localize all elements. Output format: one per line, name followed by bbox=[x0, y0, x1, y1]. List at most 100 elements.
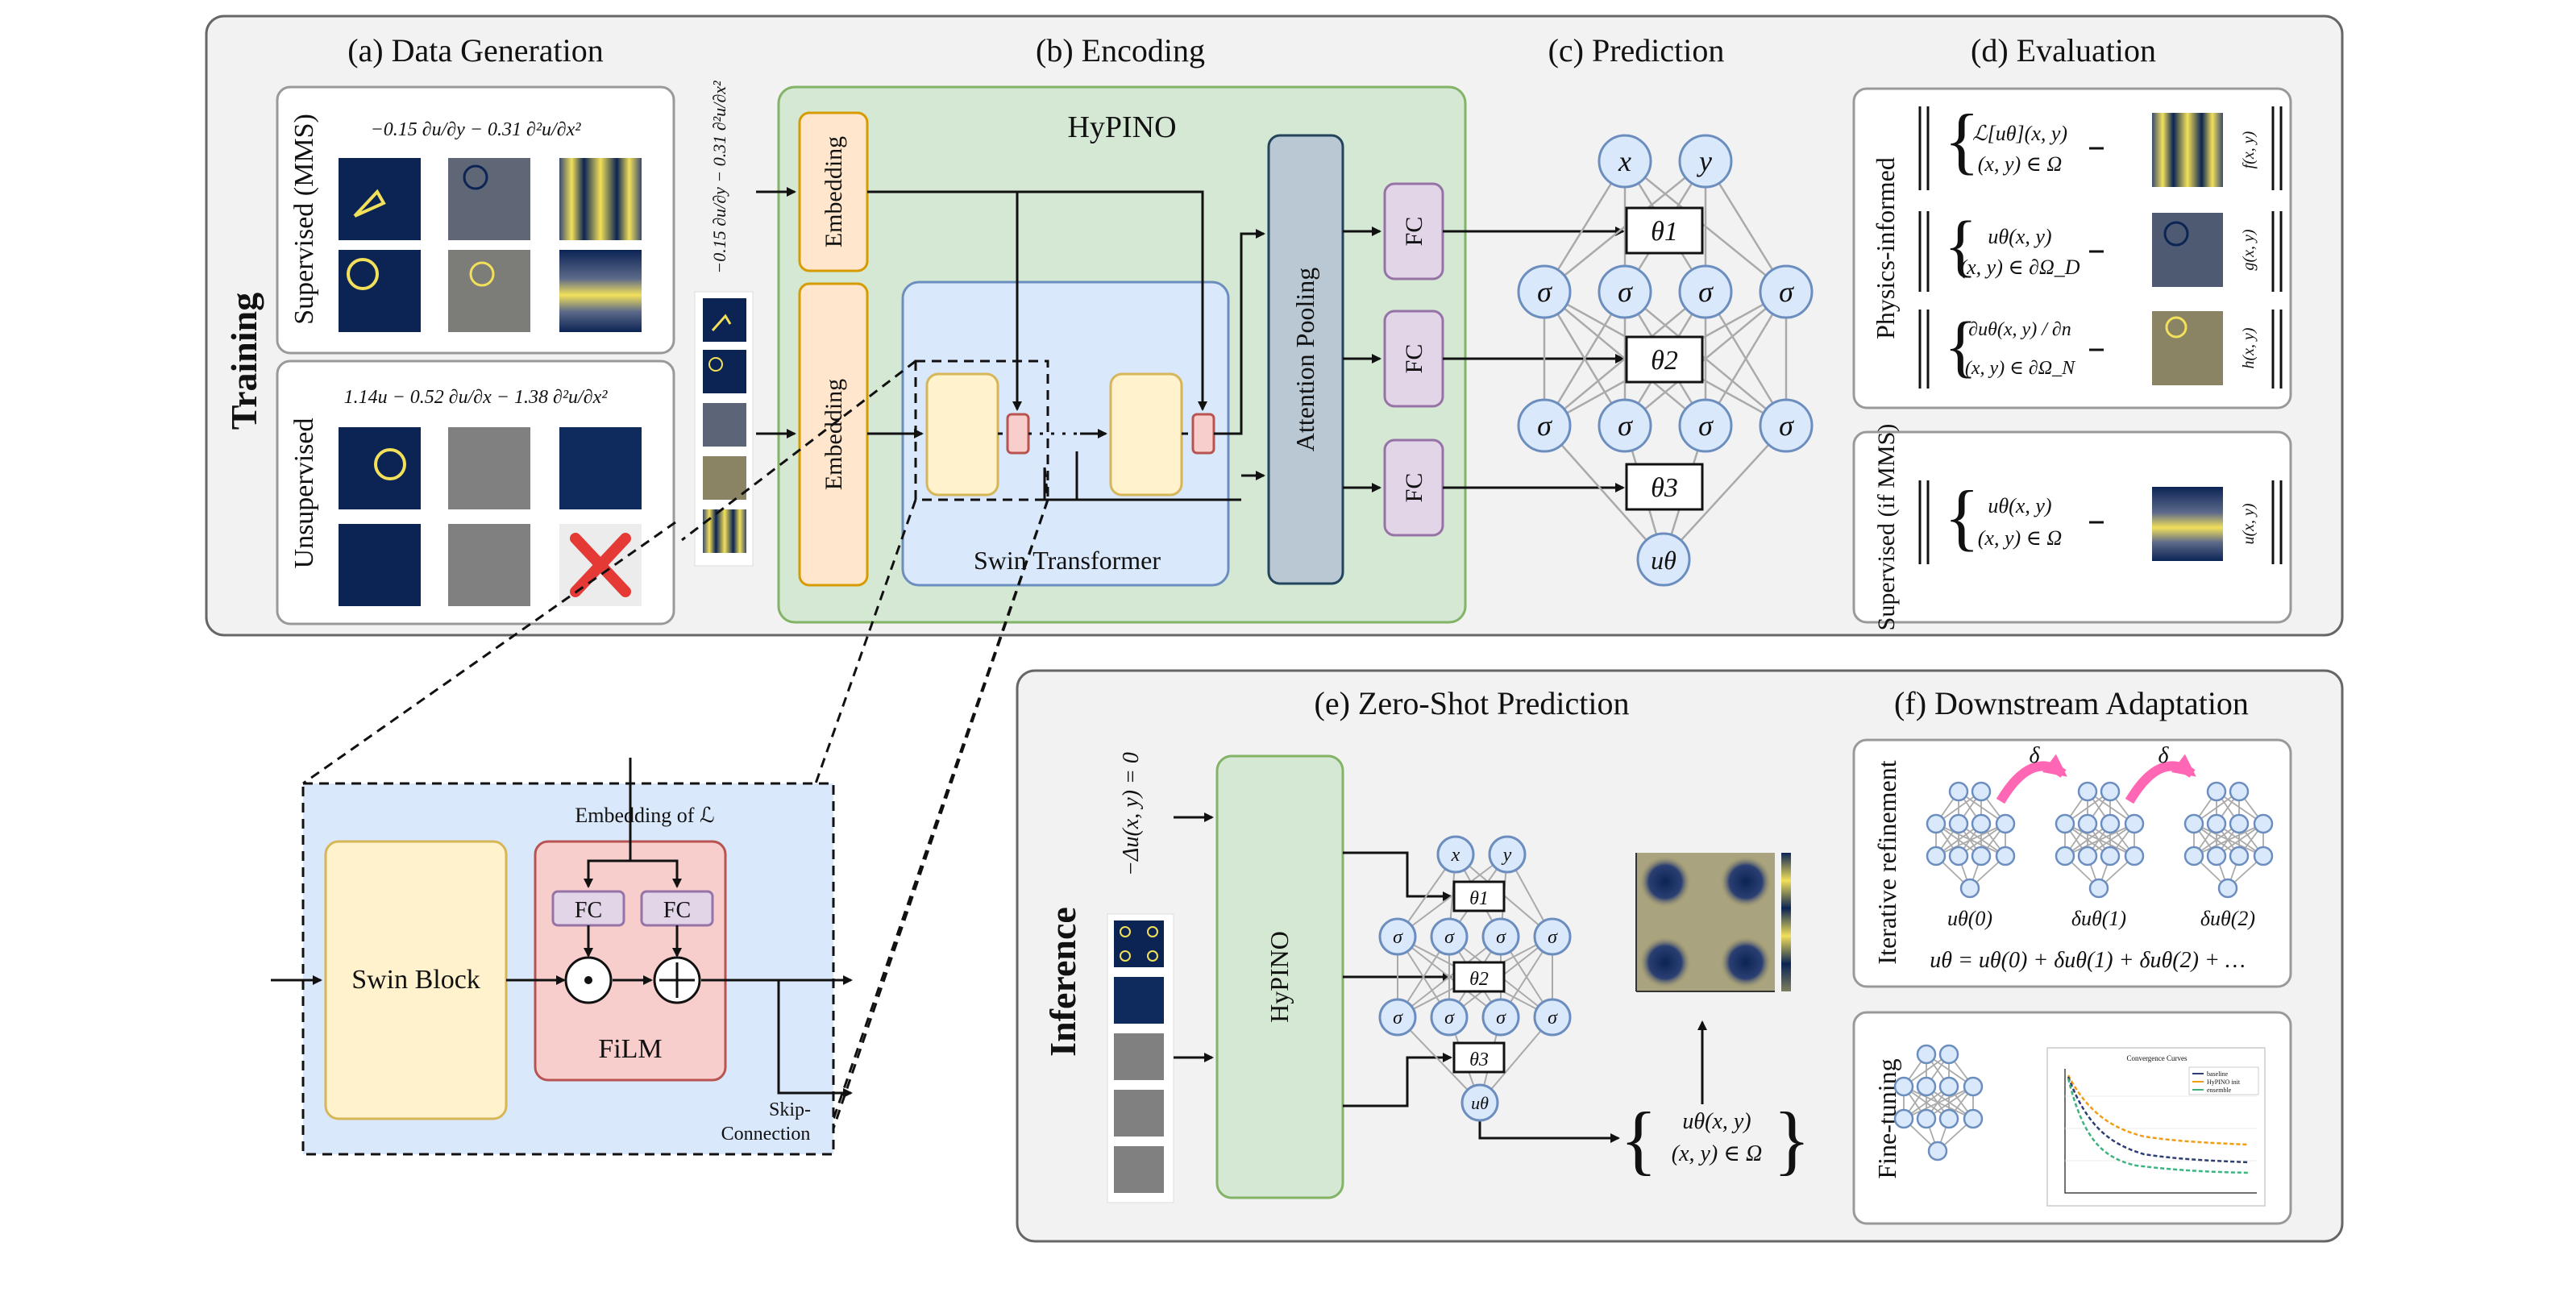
delta-1: δ bbox=[2029, 743, 2040, 768]
sigma-3: σ bbox=[1698, 276, 1714, 308]
detail-fc-2-label: FC bbox=[663, 898, 691, 923]
inf-sigma-8: σ bbox=[1548, 1008, 1558, 1028]
inference-network: x y σ σ σ σ σ σ σ σ uθ θ1 θ2 θ3 bbox=[1378, 835, 1572, 1122]
finetune-curve-1 bbox=[2067, 1074, 2250, 1146]
svg-text:{: { bbox=[1944, 206, 1977, 284]
film-1 bbox=[1006, 413, 1030, 455]
swin-block-2 bbox=[1109, 372, 1183, 497]
supervised-label: Supervised (MMS) bbox=[289, 114, 319, 325]
finetune-legend-1: baseline bbox=[2207, 1070, 2229, 1078]
fc-3-label: FC bbox=[1401, 473, 1427, 503]
inf-sigma-5: σ bbox=[1393, 1008, 1403, 1028]
refine-arrow-2 bbox=[2125, 754, 2196, 804]
inf-y: y bbox=[1502, 845, 1512, 866]
encoder-connections bbox=[756, 187, 1625, 501]
section-a-title: (a) Data Generation bbox=[347, 32, 604, 69]
sup-top: uθ(x, y) bbox=[1988, 494, 2051, 517]
phys-1-top: ℒ[uθ](x, y) bbox=[1972, 122, 2067, 145]
finetune-curve-3 bbox=[2067, 1078, 2250, 1174]
sigma-2: σ bbox=[1618, 276, 1633, 308]
svg-text:}: } bbox=[1773, 1096, 1810, 1182]
inf-sigma-3: σ bbox=[1496, 927, 1506, 948]
refine-networks bbox=[1926, 781, 2274, 899]
inf-sigma-6: σ bbox=[1444, 1008, 1455, 1028]
embedding-top-label: Embedding bbox=[821, 136, 847, 247]
section-d-title: (d) Evaluation bbox=[1971, 32, 2156, 69]
skip-label-2: Connection bbox=[721, 1124, 811, 1145]
phys-3-top: ∂uθ(x, y) / ∂n bbox=[1968, 319, 2071, 340]
input-stack bbox=[694, 291, 754, 567]
inf-x: x bbox=[1451, 845, 1460, 866]
unsupervised-operator: 1.14u − 0.52 ∂u/∂x − 1.38 ∂²u/∂x² bbox=[344, 387, 609, 408]
skip-label-1: Skip- bbox=[769, 1099, 811, 1120]
sigma-5: σ bbox=[1537, 409, 1552, 442]
refine-arrow-1 bbox=[1996, 754, 2067, 804]
unsupervised-fields bbox=[339, 427, 642, 606]
embedding-bottom-label: Embedding bbox=[821, 379, 847, 490]
section-b-title: (b) Encoding bbox=[1036, 32, 1205, 69]
encoder-title: HyPINO bbox=[1067, 110, 1176, 144]
theta-2: θ2 bbox=[1651, 346, 1678, 376]
sup-target: u(x, y) bbox=[2240, 503, 2258, 544]
detail-fc-1-label: FC bbox=[575, 898, 602, 923]
inf-theta-1: θ1 bbox=[1469, 888, 1489, 909]
refine-label-2: δuθ(2) bbox=[2200, 907, 2255, 930]
svg-text:{: { bbox=[1620, 1096, 1657, 1182]
supervised-operator: −0.15 ∂u/∂y − 0.31 ∂²u/∂x² bbox=[371, 119, 582, 140]
finetune-legend-3: ensemble bbox=[2207, 1087, 2232, 1094]
phys-2-target: g(x, y) bbox=[2240, 229, 2258, 270]
finetune-curve-2 bbox=[2067, 1076, 2250, 1164]
sigma-6: σ bbox=[1618, 409, 1633, 442]
fc-2-label: FC bbox=[1401, 344, 1427, 374]
phys-2-bottom: (x, y) ∈ ∂Ω_D bbox=[1959, 256, 2079, 279]
theta-1: θ1 bbox=[1651, 217, 1678, 247]
iterative-label: Iterative refinement bbox=[1872, 760, 1901, 964]
prediction-network: x y σ σ σ σ σ σ σ σ uθ θ1 θ2 θ3 bbox=[1517, 134, 1814, 587]
sigma-7: σ bbox=[1698, 409, 1714, 442]
supervised-eval-label: Supervised (if MMS) bbox=[1873, 424, 1900, 631]
sigma-8: σ bbox=[1779, 409, 1794, 442]
inf-output-bottom: (x, y) ∈ Ω bbox=[1672, 1141, 1762, 1166]
pred-output: uθ bbox=[1651, 546, 1676, 575]
inference-label: Inference bbox=[1042, 907, 1083, 1057]
swin-label: Swin Transformer bbox=[974, 546, 1161, 575]
delta-2: δ bbox=[2158, 743, 2169, 768]
fc-1-label: FC bbox=[1401, 217, 1427, 247]
phys-3-target: h(x, y) bbox=[2240, 327, 2258, 368]
predicted-field bbox=[1635, 853, 1791, 992]
section-e-title: (e) Zero-Shot Prediction bbox=[1315, 685, 1630, 721]
phys-2-top: uθ(x, y) bbox=[1988, 225, 2051, 248]
inf-sigma-7: σ bbox=[1496, 1008, 1506, 1028]
embedding-of-label: Embedding of ℒ bbox=[575, 804, 714, 827]
pred-input-y: y bbox=[1697, 145, 1712, 177]
detail-connections bbox=[271, 758, 853, 1098]
unsupervised-label: Unsupervised bbox=[289, 418, 319, 569]
phys-1-target: f(x, y) bbox=[2240, 131, 2258, 168]
phys-1-bottom: (x, y) ∈ Ω bbox=[1978, 152, 2062, 176]
svg-text:{: { bbox=[1944, 99, 1980, 181]
svg-text:{: { bbox=[1944, 476, 1980, 558]
training-label: Training bbox=[223, 293, 264, 430]
supervised-fields bbox=[339, 158, 642, 332]
cross-icon bbox=[570, 533, 631, 597]
inf-sigma-4: σ bbox=[1548, 927, 1558, 948]
sigma-4: σ bbox=[1779, 276, 1794, 308]
sup-bottom: (x, y) ∈ Ω bbox=[1978, 526, 2062, 550]
supervised-eval-box bbox=[1852, 430, 2292, 624]
film-2 bbox=[1191, 413, 1215, 455]
theta-3: θ3 bbox=[1651, 473, 1678, 503]
inference-input-stack bbox=[1107, 913, 1174, 1203]
physics-label: Physics-informed bbox=[1871, 157, 1900, 339]
finetune-chart: Convergence Curves baseline HyPINO init … bbox=[2046, 1047, 2266, 1207]
section-f-title: (f) Downstream Adaptation bbox=[1894, 685, 2249, 721]
finetune-legend-2: HyPINO init bbox=[2207, 1078, 2241, 1086]
inf-sigma-2: σ bbox=[1444, 927, 1455, 948]
section-c-title: (c) Prediction bbox=[1548, 32, 1725, 69]
pred-input-x: x bbox=[1618, 145, 1631, 177]
finetune-chart-title: Convergence Curves bbox=[2126, 1054, 2188, 1062]
inference-operator: −Δu(x, y) = 0 bbox=[1119, 752, 1144, 876]
attention-label: Attention Pooling bbox=[1290, 268, 1319, 451]
inference-hypino-label: HyPINO bbox=[1265, 931, 1294, 1023]
inference-output: { uθ(x, y) (x, y) ∈ Ω } bbox=[1620, 1096, 1810, 1182]
